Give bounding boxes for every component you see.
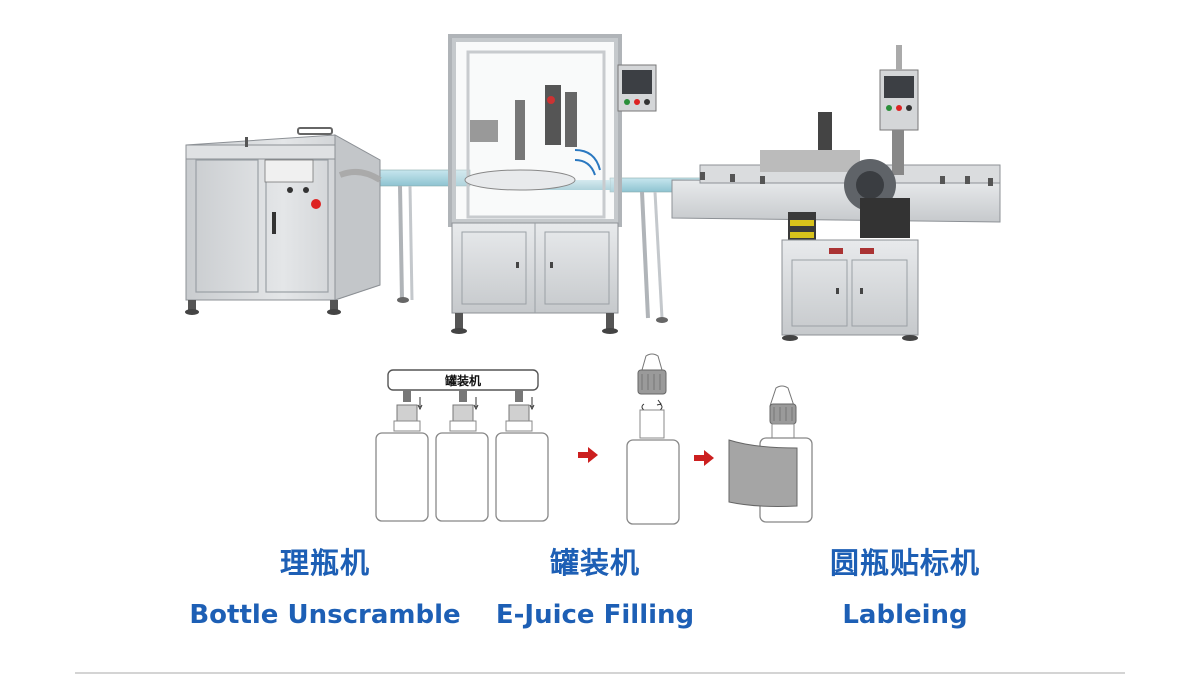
bottle-unscrambler-machine bbox=[185, 127, 382, 315]
station-label-filling-en: E-Juice Filling bbox=[495, 600, 695, 630]
station-label-unscrambler-en: Bottle Unscramble bbox=[189, 600, 461, 630]
bottle-outline bbox=[375, 397, 429, 522]
filling-bottles bbox=[375, 397, 549, 522]
station-label-filling-cn: 罐装机 bbox=[549, 546, 640, 580]
station-label-labeling-cn: 圆瓶贴标机 bbox=[829, 546, 980, 580]
filling-head-bar: 罐装机 bbox=[387, 369, 539, 402]
filling-head-label: 罐装机 bbox=[444, 373, 481, 388]
station-label-unscrambler-cn: 理瓶机 bbox=[279, 546, 370, 580]
label-sheet bbox=[728, 439, 798, 507]
bottle-outline bbox=[495, 397, 549, 522]
bottom-divider bbox=[75, 672, 1125, 674]
bottle-outline bbox=[435, 397, 489, 522]
labeling-machine bbox=[671, 45, 1001, 341]
arrow-right-icon bbox=[694, 450, 714, 466]
filling-machine bbox=[448, 34, 657, 334]
station-label-labeling-en: Lableing bbox=[842, 600, 968, 630]
capping-bottle bbox=[626, 353, 680, 525]
arrow-right-icon bbox=[578, 447, 598, 463]
